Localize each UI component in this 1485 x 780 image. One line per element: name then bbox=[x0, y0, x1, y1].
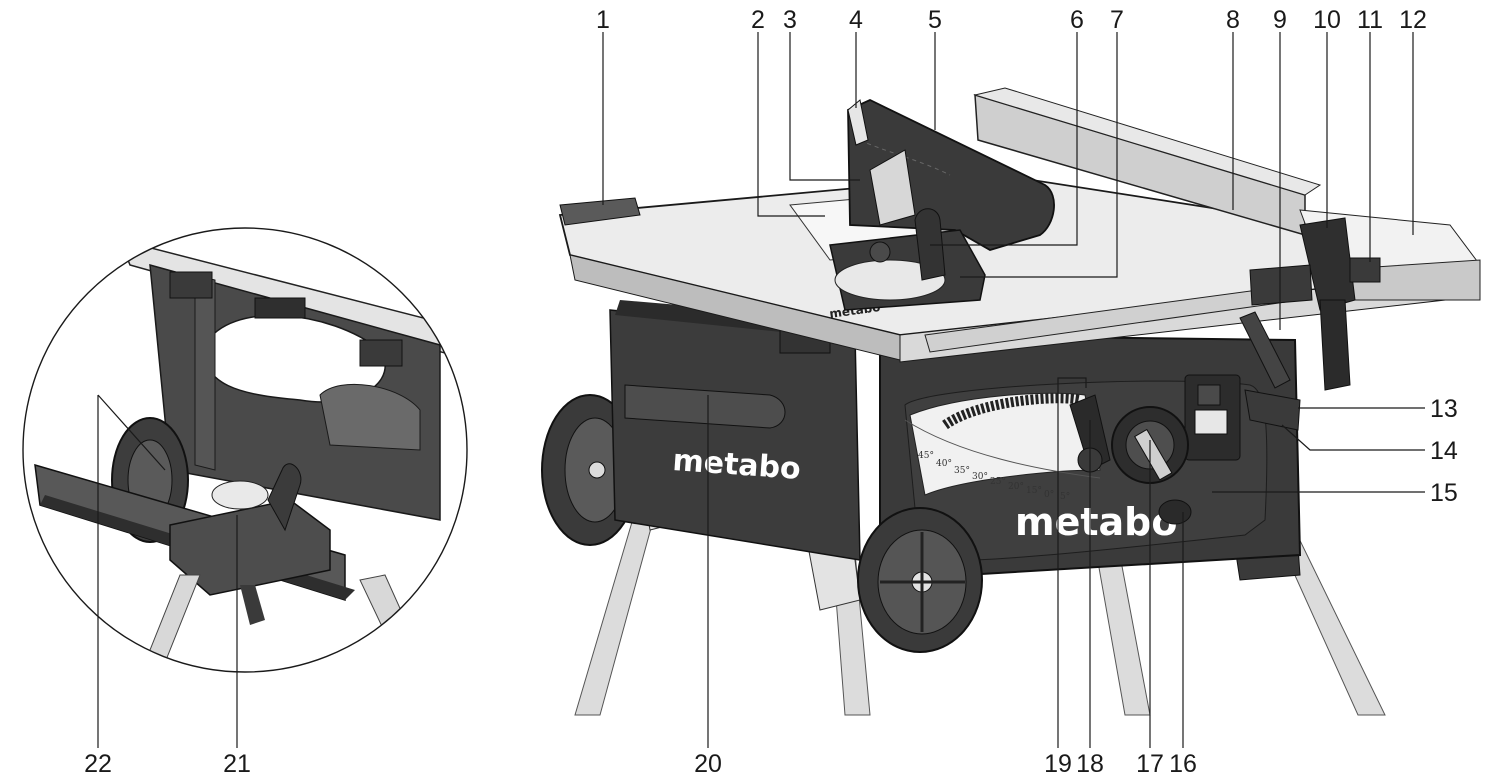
svg-text:15°: 15° bbox=[1026, 486, 1042, 496]
svg-text:35°: 35° bbox=[954, 466, 970, 476]
svg-text:25°: 25° bbox=[990, 477, 1006, 487]
callout-3: 3 bbox=[783, 6, 797, 34]
front-logo: metabo bbox=[1015, 500, 1177, 544]
callout-7: 7 bbox=[1110, 6, 1124, 34]
svg-text:5°: 5° bbox=[1060, 492, 1070, 502]
callout-14: 14 bbox=[1430, 437, 1458, 465]
callout-2: 2 bbox=[751, 6, 765, 34]
callout-13: 13 bbox=[1430, 395, 1458, 423]
callout-6: 6 bbox=[1070, 6, 1084, 34]
table-saw: metabo 45° 40° 35° 30° 25° 20° 15° 0° 5°… bbox=[541, 87, 1481, 716]
callout-16: 16 bbox=[1169, 750, 1197, 778]
callout-18: 18 bbox=[1076, 750, 1104, 778]
svg-text:40°: 40° bbox=[936, 459, 952, 469]
callout-12: 12 bbox=[1399, 6, 1427, 34]
svg-text:0°: 0° bbox=[1044, 490, 1054, 500]
detail-circle-outline bbox=[22, 227, 468, 673]
callout-21: 21 bbox=[223, 750, 251, 778]
callout-9: 9 bbox=[1273, 6, 1287, 34]
callout-8: 8 bbox=[1226, 6, 1240, 34]
front-wheel bbox=[857, 507, 983, 653]
svg-text:45°: 45° bbox=[918, 451, 934, 461]
callout-19: 19 bbox=[1044, 750, 1072, 778]
svg-text:20°: 20° bbox=[1008, 482, 1024, 492]
stand-leg bbox=[1094, 544, 1151, 716]
callout-4: 4 bbox=[849, 6, 863, 34]
callout-1: 1 bbox=[596, 6, 610, 34]
callout-17: 17 bbox=[1136, 750, 1164, 778]
storage-wrench bbox=[624, 384, 786, 429]
callout-10: 10 bbox=[1313, 6, 1341, 34]
callout-11: 11 bbox=[1357, 6, 1383, 34]
callout-5: 5 bbox=[928, 6, 942, 34]
leader-lines bbox=[97, 32, 1425, 748]
angle-scale: 45° 40° 35° 30° 25° 20° 15° 0° 5° bbox=[918, 451, 1070, 502]
svg-text:30°: 30° bbox=[972, 472, 988, 482]
callout-labels: 1 2 3 4 5 6 7 8 9 10 11 12 13 14 15 16 1… bbox=[84, 6, 1458, 778]
detail-inset bbox=[23, 228, 467, 672]
callout-22: 22 bbox=[84, 750, 112, 778]
callout-15: 15 bbox=[1430, 479, 1458, 507]
callout-20: 20 bbox=[694, 750, 722, 778]
